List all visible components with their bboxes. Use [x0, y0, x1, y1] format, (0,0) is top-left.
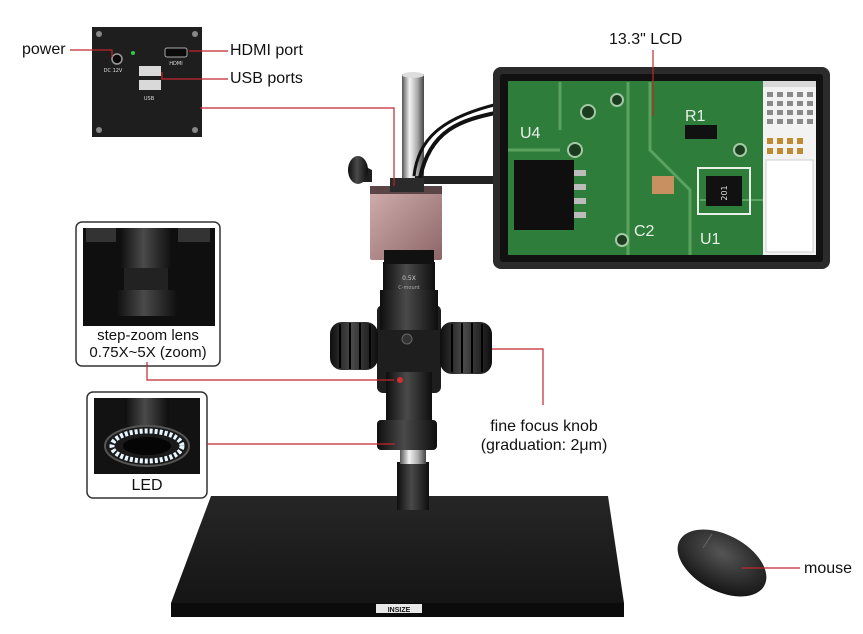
camera	[348, 156, 442, 264]
lcd-monitor: U4 R1 C2 201 U1	[493, 67, 830, 269]
pcb-chip-u1	[706, 176, 742, 206]
zoom-lens-body: 0.5X C-mount	[377, 262, 438, 450]
usb-socket-top	[139, 66, 161, 76]
lcd-screen: U4 R1 C2 201 U1	[508, 81, 763, 255]
brand-text: INSIZE	[388, 607, 411, 614]
pcb-chip-text: 201	[720, 185, 729, 200]
pcb-label-u4: U4	[520, 125, 541, 142]
callout-usb	[161, 72, 228, 80]
pcb-label-r1: R1	[685, 108, 706, 125]
callout-focus-knob	[492, 348, 544, 405]
tension-knob	[348, 156, 368, 184]
pcb-capacitor-c2	[652, 176, 674, 194]
usb-socket-bottom	[139, 80, 161, 90]
label-led: LED	[131, 477, 163, 494]
software-toolbar-panel	[763, 81, 816, 255]
label-usb-ports: USB ports	[230, 70, 303, 87]
hdmi-socket	[164, 47, 188, 58]
led-inset	[86, 391, 208, 499]
fine-focus-knob-right	[440, 322, 492, 374]
callout-zoom-lens	[146, 362, 394, 381]
callout-camera	[200, 107, 395, 186]
callout-power	[70, 49, 113, 57]
base-plate: INSIZE	[171, 496, 624, 617]
label-hdmi-port: HDMI port	[230, 42, 303, 59]
led-ring	[109, 428, 185, 464]
callout-lines	[70, 49, 800, 569]
panel-usb-text: USB	[144, 96, 155, 102]
mouse	[677, 529, 767, 597]
led-ring-holder	[377, 420, 437, 450]
lens-brand-text: C-mount	[398, 285, 420, 291]
label-focus-knob-line2: (graduation: 2μm)	[480, 437, 608, 454]
label-lcd: 13.3" LCD	[609, 31, 683, 48]
power-jack	[111, 53, 123, 65]
fine-focus-knob-left	[330, 322, 378, 370]
lens-mag-text: 0.5X	[402, 275, 416, 282]
brand-badge	[376, 604, 422, 613]
panel-dc-text: DC 12V	[104, 68, 123, 74]
label-zoom-lens-line1: step-zoom lens	[97, 327, 199, 344]
label-mouse: mouse	[804, 560, 853, 577]
pcb-label-u1: U1	[700, 231, 721, 248]
camera-back-panel: DC 12V HDMI USB	[92, 27, 202, 137]
pcb-chip-u4	[514, 160, 574, 230]
panel-hdmi-text: HDMI	[169, 61, 182, 67]
label-zoom-lens-line2: 0.75X~5X (zoom)	[89, 344, 207, 361]
pcb-label-c2: C2	[634, 223, 655, 240]
pcb-resistor-r1	[685, 125, 717, 139]
label-focus-knob-line1: fine focus knob	[490, 418, 598, 435]
zoom-lens-inset	[75, 221, 221, 367]
label-power: power	[22, 41, 66, 58]
